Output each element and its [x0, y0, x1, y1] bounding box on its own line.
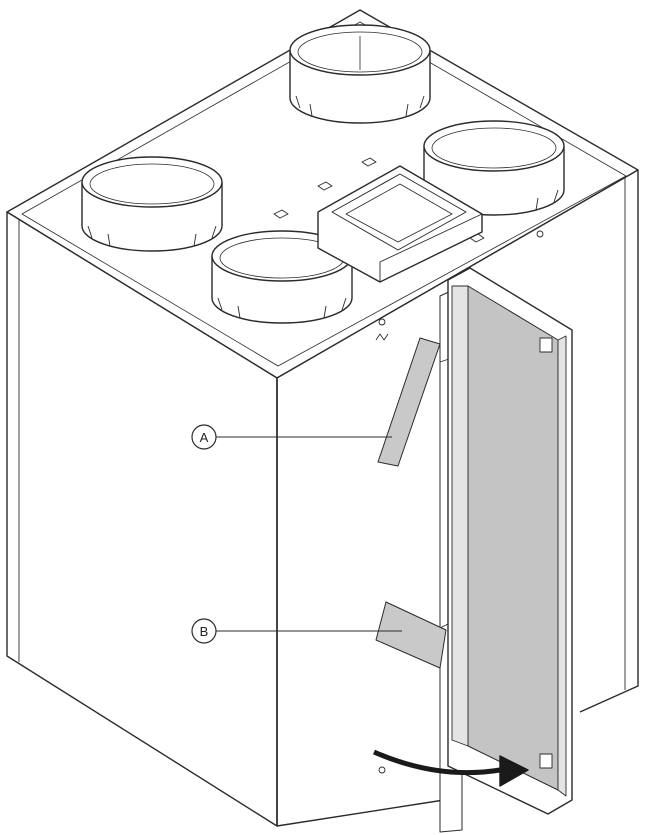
duct-connector-right [423, 120, 565, 216]
top-clip [317, 181, 333, 191]
top-clip [273, 209, 289, 219]
panel-latch-bottom [539, 753, 553, 769]
top-clip [469, 233, 485, 243]
screw [378, 318, 386, 326]
panel-latch-top [539, 337, 553, 353]
duct-connector-top [289, 24, 431, 124]
callout-marker-b: B [191, 618, 217, 644]
callout-marker-a: A [191, 424, 217, 450]
duct-connector-front [211, 230, 353, 324]
label-strip-a [377, 337, 441, 467]
callout-label-a: A [200, 430, 209, 445]
control-box [317, 165, 483, 283]
top-clip [361, 157, 377, 167]
screw-symbol [375, 333, 389, 341]
duct-connector-left [81, 156, 223, 252]
screw [378, 766, 386, 774]
front-panel [447, 267, 573, 815]
label-strip-b [375, 601, 447, 669]
housing-top-inner-edge [21, 21, 627, 367]
curved-arrow-icon [372, 749, 529, 787]
callout-label-b: B [200, 624, 209, 639]
screw [536, 230, 544, 238]
